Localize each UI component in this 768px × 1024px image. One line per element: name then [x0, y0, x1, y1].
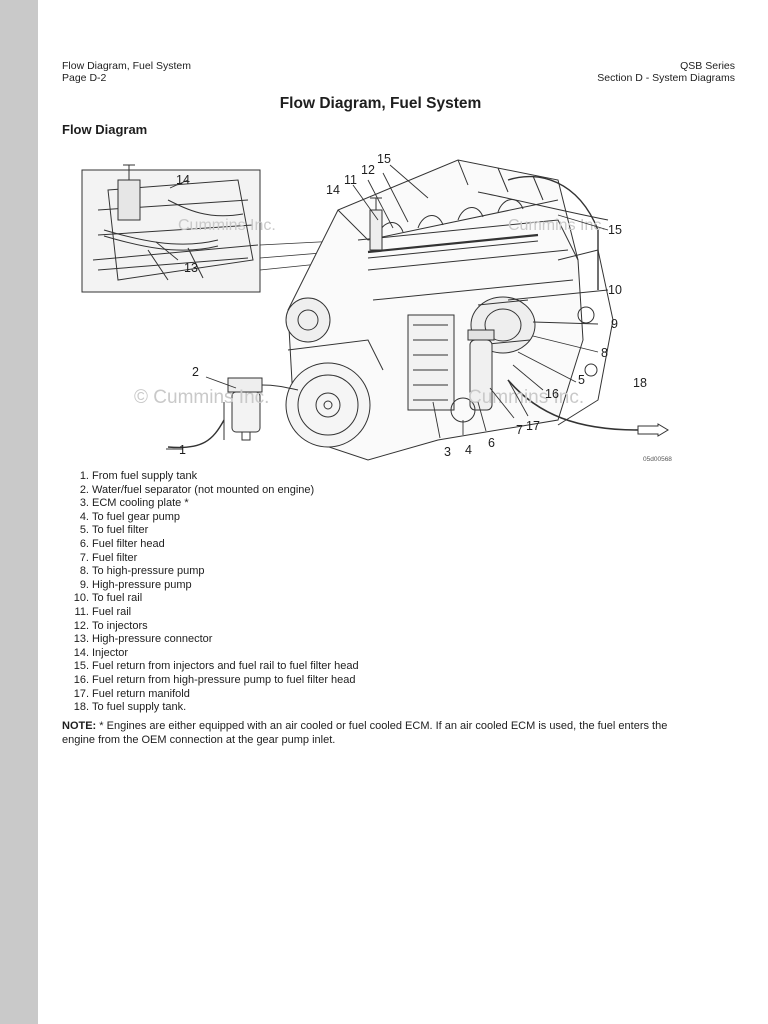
- header-page-number: Page D-2: [62, 72, 191, 84]
- callout-5: 5: [578, 373, 585, 387]
- section-heading: Flow Diagram: [62, 122, 147, 137]
- legend-item: 17.Fuel return manifold: [62, 688, 359, 702]
- legend-item: 18.To fuel supply tank.: [62, 701, 359, 715]
- legend-item: 9.High-pressure pump: [62, 579, 359, 593]
- note-paragraph: NOTE: * Engines are either equipped with…: [62, 720, 702, 747]
- engine-drawing: [286, 160, 668, 460]
- inset-callout-14: 14: [176, 173, 190, 187]
- legend-item: 14.Injector: [62, 647, 359, 661]
- fuel-system-diagram: © Cummins Inc. Cummins Inc. Cummins Inc.…: [38, 140, 718, 470]
- legend-item: 3.ECM cooling plate *: [62, 497, 359, 511]
- watermark-left: © Cummins Inc.: [134, 387, 269, 408]
- figure-code: 05d00568: [643, 456, 672, 463]
- legend-item: 1.From fuel supply tank: [62, 470, 359, 484]
- callout-6: 6: [488, 436, 495, 450]
- document-page: Flow Diagram, Fuel System Page D-2 QSB S…: [38, 0, 768, 1024]
- legend-item: 6.Fuel filter head: [62, 538, 359, 552]
- callout-8: 8: [601, 346, 608, 360]
- legend-item: 8.To high-pressure pump: [62, 565, 359, 579]
- legend-item: 12.To injectors: [62, 620, 359, 634]
- callout-17: 17: [526, 419, 540, 433]
- callout-18: 18: [633, 376, 647, 390]
- legend-item: 5.To fuel filter: [62, 524, 359, 538]
- callout-15-top: 15: [377, 152, 391, 166]
- running-header-left: Flow Diagram, Fuel System Page D-2: [62, 60, 191, 84]
- header-section-title: Flow Diagram, Fuel System: [62, 60, 191, 72]
- callout-4: 4: [465, 443, 472, 457]
- callout-9: 9: [611, 317, 618, 331]
- inset-callout-13: 13: [184, 261, 198, 275]
- callout-1: 1: [179, 443, 186, 457]
- note-text: * Engines are either equipped with an ai…: [62, 720, 667, 746]
- callout-3: 3: [444, 445, 451, 459]
- callout-2: 2: [192, 365, 199, 379]
- legend-item: 2.Water/fuel separator (not mounted on e…: [62, 484, 359, 498]
- callout-16: 16: [545, 387, 559, 401]
- callout-11: 11: [344, 173, 357, 187]
- callout-7: 7: [516, 423, 523, 437]
- legend-item: 16.Fuel return from high-pressure pump t…: [62, 674, 359, 688]
- callout-14: 14: [326, 183, 340, 197]
- header-series: QSB Series: [597, 60, 735, 72]
- callout-10: 10: [608, 283, 622, 297]
- running-header-right: QSB Series Section D - System Diagrams: [597, 60, 735, 84]
- watermark-right: Cummins Inc.: [468, 387, 584, 408]
- legend-item: 11.Fuel rail: [62, 606, 359, 620]
- page-title: Flow Diagram, Fuel System: [38, 95, 723, 113]
- legend-item: 4.To fuel gear pump: [62, 511, 359, 525]
- diagram-legend: 1.From fuel supply tank 2.Water/fuel sep…: [62, 470, 359, 715]
- watermark-top-left: Cummins Inc.: [178, 217, 276, 234]
- legend-item: 15.Fuel return from injectors and fuel r…: [62, 660, 359, 674]
- callout-15-right: 15: [608, 223, 622, 237]
- legend-item: 13.High-pressure connector: [62, 633, 359, 647]
- legend-item: 7.Fuel filter: [62, 552, 359, 566]
- header-section: Section D - System Diagrams: [597, 72, 735, 84]
- note-label: NOTE:: [62, 720, 96, 732]
- legend-item: 10.To fuel rail: [62, 592, 359, 606]
- watermark-top-right: Cummins Inc.: [508, 217, 606, 234]
- callout-12: 12: [361, 163, 375, 177]
